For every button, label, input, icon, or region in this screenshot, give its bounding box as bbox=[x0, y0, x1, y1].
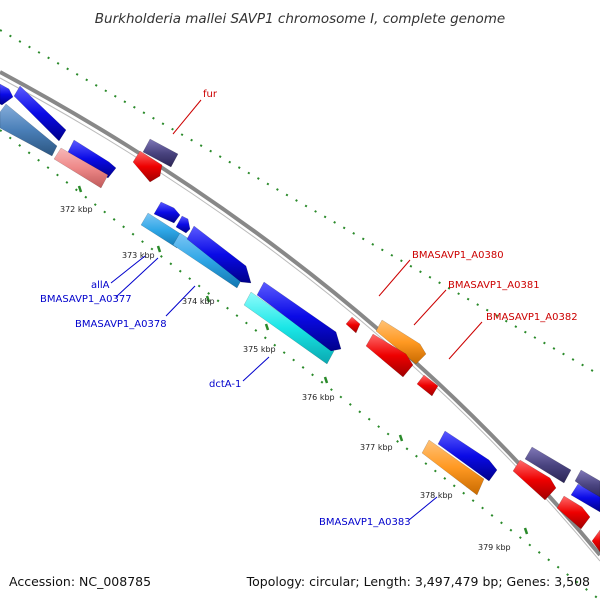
cds-blue-dcta bbox=[256, 281, 342, 352]
cds-red-right-1 bbox=[512, 459, 557, 501]
leader-a0380 bbox=[378, 259, 411, 297]
genome-summary-text: Topology: circular; Length: 3,497,479 bp… bbox=[246, 574, 590, 589]
gene-features bbox=[0, 83, 600, 553]
cds-pink bbox=[53, 147, 109, 189]
cds-red-a0382 bbox=[416, 374, 439, 397]
cds-blue-a0383 bbox=[437, 430, 498, 482]
cds-red-fur bbox=[132, 150, 163, 183]
cds-slate-fur bbox=[142, 138, 179, 168]
leader-a0378 bbox=[165, 285, 196, 317]
map-title: Burkholderia mallei SAVP1 chromosome I, … bbox=[95, 11, 505, 27]
cds-blue-right-2 bbox=[570, 483, 600, 513]
leader-a0377 bbox=[115, 257, 159, 298]
cds-cyan-dcta bbox=[243, 291, 335, 365]
cds-orange-a0383 bbox=[421, 439, 485, 496]
cds-blue-upper-left bbox=[13, 85, 67, 142]
leader-alla bbox=[110, 255, 146, 284]
gene-label-a0378: BMASAVP1_A0378 bbox=[75, 319, 167, 330]
tick-label-377: 377 kbp bbox=[360, 443, 393, 452]
gene-label-a0381: BMASAVP1_A0381 bbox=[448, 280, 540, 291]
leader-fur bbox=[172, 99, 202, 135]
gene-label-dcta: dctA-1 bbox=[209, 379, 241, 390]
cds-red-right-3 bbox=[591, 529, 600, 553]
cds-red-a0381 bbox=[365, 333, 414, 378]
tick-ring-inner bbox=[0, 129, 600, 600]
leader-a0381 bbox=[413, 289, 447, 326]
cds-steel-left bbox=[0, 103, 58, 157]
tick-label-373: 373 kbp bbox=[122, 251, 155, 260]
cds-orange-a0381 bbox=[375, 319, 427, 365]
tick-label-379: 379 kbp bbox=[478, 543, 511, 552]
gene-label-a0382: BMASAVP1_A0382 bbox=[486, 312, 578, 323]
leader-a0383 bbox=[408, 496, 438, 521]
leader-dcta bbox=[242, 356, 270, 382]
cds-blue-a0378 bbox=[186, 225, 252, 284]
tick-label-375: 375 kbp bbox=[243, 345, 276, 354]
cds-red-right-2 bbox=[556, 495, 591, 530]
gene-label-a0377: BMASAVP1_A0377 bbox=[40, 294, 132, 305]
tick-label-378: 378 kbp bbox=[420, 491, 453, 500]
cds-blue-left-edge bbox=[0, 83, 14, 106]
gene-label-a0383: BMASAVP1_A0383 bbox=[319, 517, 411, 528]
cds-blue-a0377 bbox=[175, 215, 191, 234]
leader-lines bbox=[110, 99, 483, 521]
cds-blue-alla bbox=[153, 201, 181, 224]
tick-label-376: 376 kbp bbox=[302, 393, 335, 402]
accession-text: Accession: NC_008785 bbox=[9, 574, 152, 589]
gene-label-fur: fur bbox=[203, 89, 218, 100]
gene-label-alla: allA bbox=[91, 280, 110, 291]
cds-slate-right bbox=[524, 446, 572, 484]
gene-label-a0380: BMASAVP1_A0380 bbox=[412, 250, 504, 261]
leader-a0382 bbox=[448, 321, 483, 360]
tick-label-372: 372 kbp bbox=[60, 205, 93, 214]
tick-label-374: 374 kbp bbox=[182, 297, 215, 306]
cds-red-a0380 bbox=[345, 316, 361, 334]
